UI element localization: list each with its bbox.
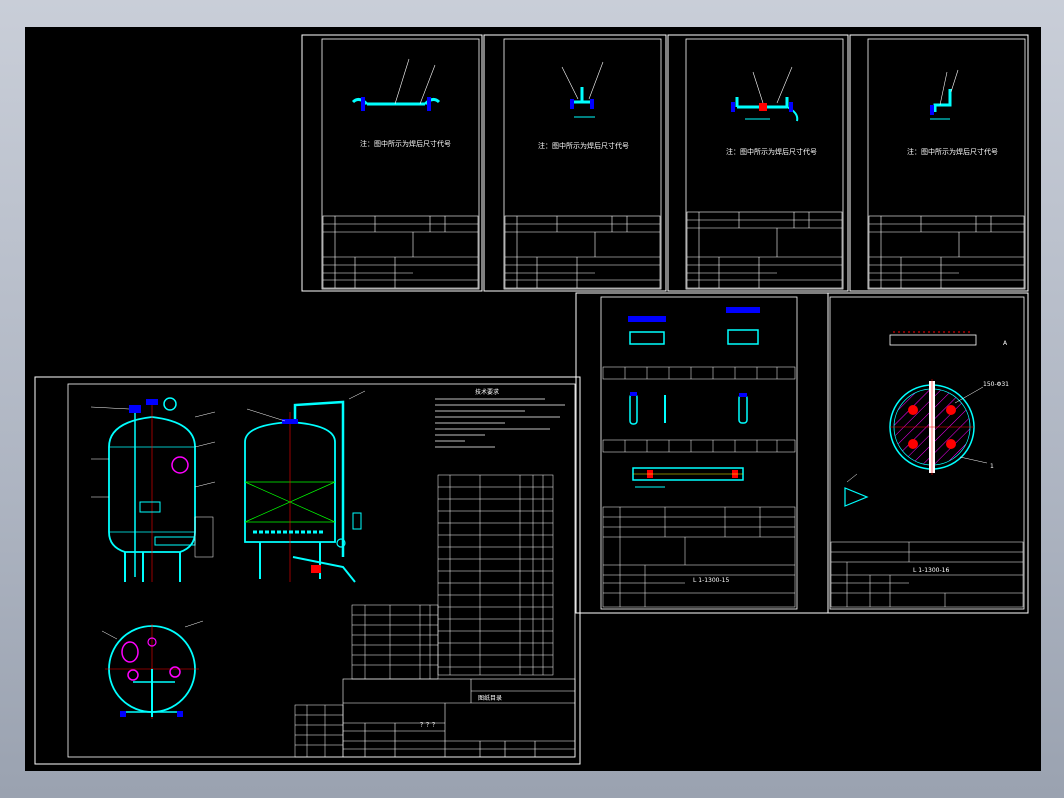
header-pipe-detail (632, 467, 744, 488)
title-block-5 (602, 506, 796, 608)
cad-canvas[interactable]: 注：图中所示为焊后尺寸代号 注：图中所示为焊后尺寸代号 (25, 27, 1041, 771)
pressure-vessel-icon (90, 397, 216, 582)
sheet-5[interactable]: L 1-1300-15 (575, 292, 829, 614)
title-block-6 (830, 541, 1024, 608)
distributor-detail-1 (628, 307, 760, 345)
sheet-3[interactable]: 注：图中所示为焊后尺寸代号 (667, 34, 849, 292)
flange-icon (561, 61, 604, 118)
title-block-label: 图纸目录 (478, 694, 502, 702)
sheet-6-code: L 1-1300-16 (913, 567, 949, 574)
note-hole-dim: 150-Φ31 (983, 381, 1009, 388)
pipe-elbow-icon (930, 69, 959, 120)
tech-requirements-lines (435, 398, 565, 448)
vessel-top-view (101, 620, 204, 719)
main-assembly-sheet[interactable]: 技术要求 (34, 376, 581, 765)
label-A: A (1003, 340, 1008, 347)
valve-icon (731, 66, 799, 122)
clamp-detail (629, 392, 748, 425)
sheet-4-note: 注：图中所示为焊后尺寸代号 (907, 147, 998, 156)
main-title-block (342, 678, 576, 758)
sheet-1[interactable]: 注：图中所示为焊后尺寸代号 (301, 34, 483, 292)
drawing-svg: 注：图中所示为焊后尺寸代号 注：图中所示为焊后尺寸代号 (34, 34, 1029, 765)
sheet-5-code: L 1-1300-15 (693, 577, 729, 584)
nozzle-table (351, 604, 439, 680)
sheet-6[interactable]: A 150-Φ31 1 L 1-13 (827, 292, 1029, 614)
label-1: 1 (990, 463, 994, 470)
title-block-3 (686, 211, 843, 289)
triangle-detail (844, 473, 869, 507)
distributor-plate-icon (889, 379, 988, 475)
nozzle-strip-detail (889, 331, 977, 346)
sheet-2[interactable]: 注：图中所示为焊后尺寸代号 (483, 34, 667, 292)
title-block-2 (504, 215, 661, 289)
parts-list-table (437, 474, 554, 676)
title-block-4 (868, 215, 1025, 289)
detail-table-2 (602, 439, 796, 453)
pipe-assembly-icon (351, 58, 441, 111)
revision-mark: ？？？ (420, 722, 438, 729)
vessel-side-view (244, 390, 366, 583)
design-data-table (294, 704, 344, 758)
detail-table-1 (602, 366, 796, 380)
title-block-1 (322, 215, 479, 289)
sheet-1-note: 注：图中所示为焊后尺寸代号 (360, 139, 451, 148)
sheet-4[interactable]: 注：图中所示为焊后尺寸代号 (849, 34, 1029, 292)
sheet-2-note: 注：图中所示为焊后尺寸代号 (538, 141, 629, 150)
tech-requirements-title: 技术要求 (475, 388, 499, 396)
sheet-3-note: 注：图中所示为焊后尺寸代号 (726, 147, 817, 156)
